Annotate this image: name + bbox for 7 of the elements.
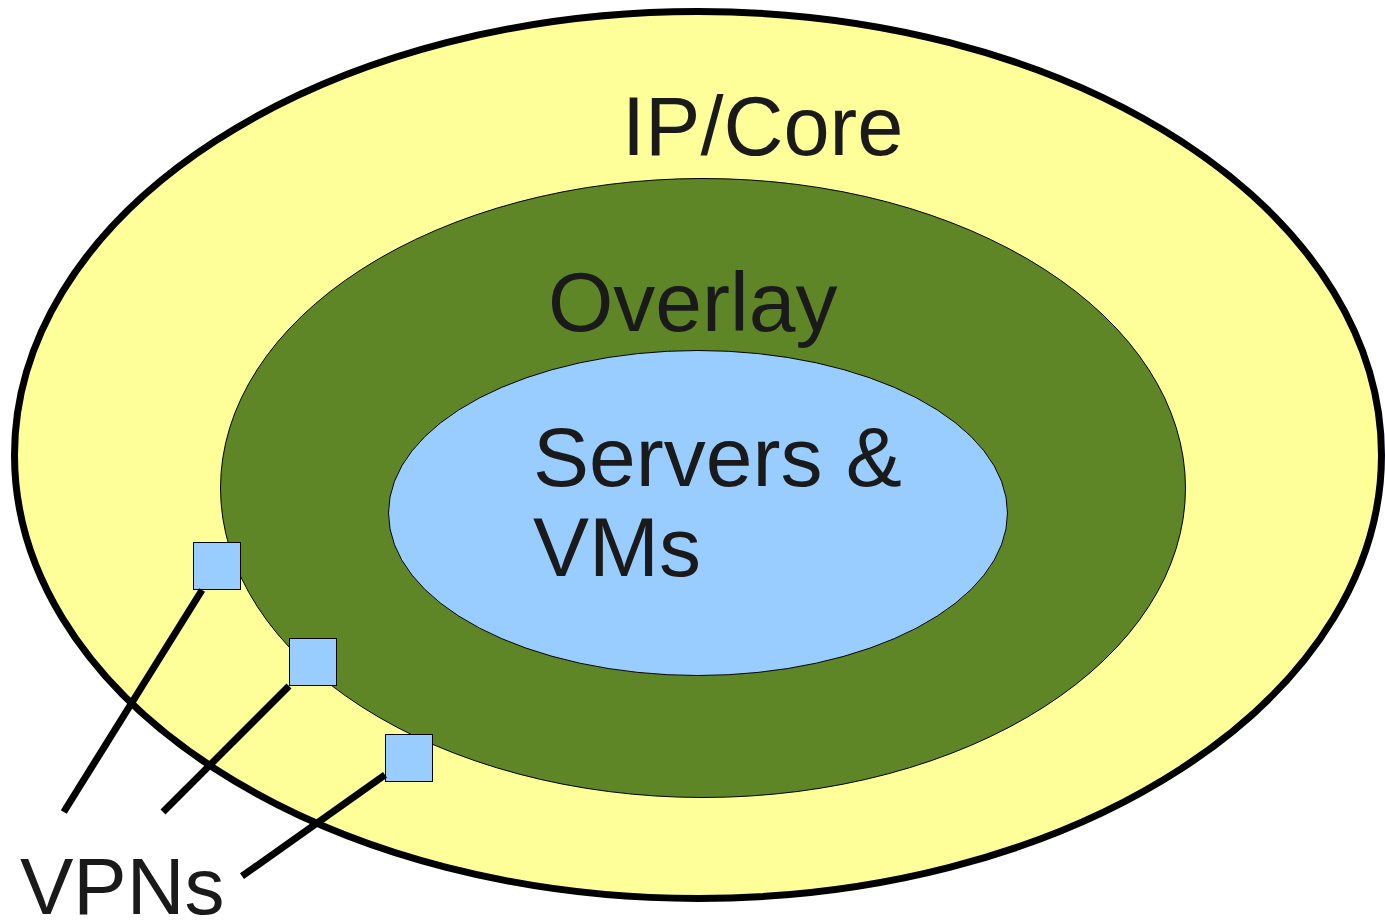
connector-line: [239, 772, 388, 880]
connector-line: [160, 683, 292, 815]
layer-label: Overlay: [548, 257, 839, 347]
layer-label: IP/Core: [622, 82, 905, 172]
layer-label: Servers & VMs: [533, 412, 903, 592]
vpns-label: VPNs: [20, 857, 226, 917]
connector-line: [60, 588, 206, 814]
